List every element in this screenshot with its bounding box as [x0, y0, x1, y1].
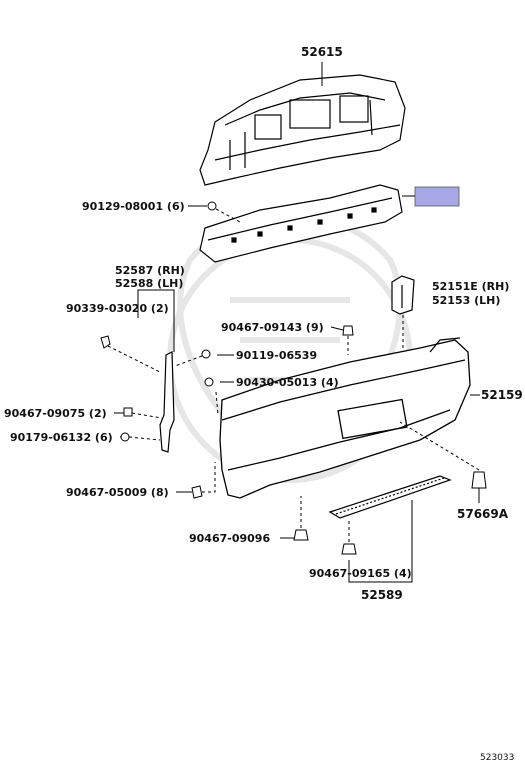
label-90179: 90179-06132 (6): [10, 431, 113, 444]
clip-90339[interactable]: [100, 335, 161, 373]
bolt-90129[interactable]: [207, 201, 241, 223]
label-52587: 52587 (RH): [115, 264, 185, 277]
clip-90467-09143[interactable]: [342, 325, 354, 355]
label-57669a: 57669A: [457, 507, 509, 521]
label-90467-09165: 90467-09165 (4): [309, 567, 412, 580]
label-90467-05009: 90467-05009 (8): [66, 486, 169, 499]
clip-90467-05009[interactable]: [191, 462, 216, 499]
bumper-cover-52159[interactable]: [219, 337, 471, 499]
label-90430: 90430-05013 (4): [236, 376, 339, 389]
leader-lines: [114, 205, 344, 539]
nut-90179[interactable]: [120, 432, 161, 442]
label-90129: 90129-08001 (6): [82, 200, 185, 213]
upper-panel-52615[interactable]: [199, 74, 406, 186]
retainer-57669a[interactable]: [399, 421, 487, 489]
label-90339: 90339-03020 (2): [66, 302, 169, 315]
label-90119: 90119-06539: [236, 349, 317, 362]
label-90467-09075: 90467-09075 (2): [4, 407, 107, 420]
label-90467-09143: 90467-09143 (9): [221, 321, 324, 334]
label-52588: 52588 (LH): [115, 277, 183, 290]
label-52159: 52159: [481, 388, 523, 402]
screw-90119[interactable]: [174, 349, 211, 367]
clip-90467-09165[interactable]: [341, 518, 357, 555]
diagram-id: 523033: [480, 753, 514, 763]
label-52151e: 52151E (RH): [432, 280, 509, 293]
label-52615: 52615: [301, 45, 343, 59]
retainer-52151e[interactable]: [391, 275, 415, 315]
highlight-box[interactable]: [414, 186, 460, 207]
label-52589: 52589: [361, 588, 403, 602]
label-52153: 52153 (LH): [432, 294, 500, 307]
side-bracket[interactable]: [159, 351, 175, 453]
lower-strip-52589[interactable]: [328, 475, 452, 519]
clip-90467-09096[interactable]: [293, 496, 309, 541]
clip-90467-09075[interactable]: [123, 407, 163, 419]
label-90467-09096: 90467-09096: [189, 532, 270, 545]
reinforcement-beam[interactable]: [199, 184, 403, 263]
nut-90430[interactable]: [204, 377, 219, 416]
